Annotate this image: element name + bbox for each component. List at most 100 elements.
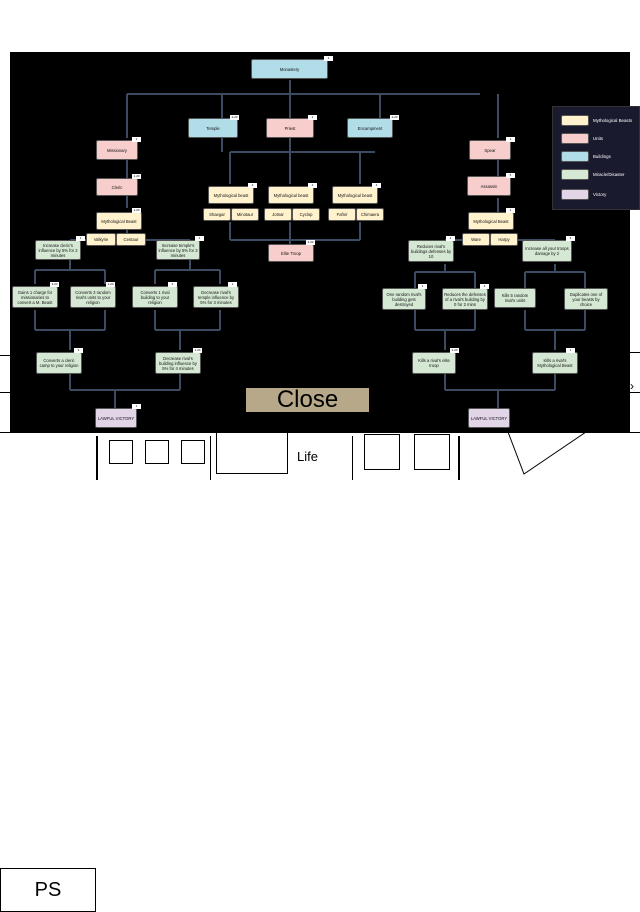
node-decrease-temple[interactable]: Decrease rival's temple influence by 5% … xyxy=(193,286,239,308)
cost-tag: 1.20 xyxy=(193,348,202,353)
node-myth-beast-c3[interactable]: Mythological beast xyxy=(332,186,378,204)
cost-tag: 1 xyxy=(566,348,575,353)
node-label: Kills 5 random rival's units xyxy=(501,293,529,303)
legend-swatch-buildings xyxy=(561,151,589,162)
node-myth-beast-c2[interactable]: Mythological beast xyxy=(268,186,314,204)
node-label: Priest xyxy=(284,125,296,131)
node-cyclop[interactable]: Cyclop xyxy=(292,208,320,221)
cost-tag: 1 xyxy=(132,404,141,409)
node-centaur[interactable]: Centaur xyxy=(116,233,146,246)
node-valkyrie[interactable]: Valkyrie xyxy=(86,233,116,246)
bottom-toolbar: PS Life xyxy=(0,432,640,912)
node-temple[interactable]: Temple xyxy=(188,118,238,138)
node-reduces-defenses[interactable]: Reduces rival's buildings defenses by 10 xyxy=(408,240,454,262)
node-encampment[interactable]: Encampment xyxy=(347,118,393,138)
close-button[interactable]: Close xyxy=(246,388,369,412)
ability-slot[interactable] xyxy=(364,434,400,470)
node-ware[interactable]: Ware xyxy=(462,233,490,246)
node-jotnar[interactable]: Jotnar xyxy=(264,208,292,221)
node-lawful-victory-right[interactable]: LAWFUL VICTORY xyxy=(468,408,510,428)
node-harpy[interactable]: Harpy xyxy=(490,233,518,246)
node-gain-charge[interactable]: Gains 1 charge for missionaries to conve… xyxy=(12,286,58,308)
node-label: Decrease rival's building influence by 5… xyxy=(159,355,197,371)
node-convert-cleric[interactable]: Converts a cleric camp to your religion xyxy=(36,352,82,374)
cost-tag: 2.20 xyxy=(390,115,399,120)
node-increase-clerics[interactable]: Increase cleric's influence by 5% for 2 … xyxy=(35,240,81,260)
node-label: Converts 3 random rival's units to your … xyxy=(75,289,111,305)
cost-tag: 4 xyxy=(566,236,575,241)
node-label: Assassin xyxy=(480,183,498,189)
node-increase-damage[interactable]: Increase all your troops damage by 2 xyxy=(522,240,572,262)
node-reduces-def2[interactable]: Reduces the defenses of a rival's buildi… xyxy=(442,288,488,310)
node-myth-beast-right[interactable]: Mythological Beast xyxy=(468,212,514,230)
node-elite-troop[interactable]: Elite Troop xyxy=(268,244,314,262)
legend-swatch-beasts xyxy=(561,115,589,126)
node-decrease-building[interactable]: Decrease rival's building influence by 5… xyxy=(155,352,201,374)
node-label: LAWFUL VICTORY xyxy=(470,415,508,421)
node-fafnir[interactable]: Fafnir xyxy=(328,208,356,221)
node-converts-3[interactable]: Converts 3 random rival's units to your … xyxy=(70,286,116,308)
node-label: Monastery xyxy=(279,66,300,72)
cost-tag: 1 xyxy=(506,208,515,213)
node-one-random[interactable]: One random rival's building gets destroy… xyxy=(382,288,426,310)
node-label: Mythological beast xyxy=(273,192,309,198)
scroll-right-arrow-icon[interactable]: › xyxy=(630,379,634,393)
node-label: Increase temple's influence by 5% for 3 … xyxy=(158,242,198,258)
cost-tag: 1 xyxy=(132,137,141,142)
node-label: Fafnir xyxy=(336,212,348,217)
cost-tag: 1 xyxy=(228,282,237,287)
ability-slot[interactable] xyxy=(414,434,450,470)
life-label: Life xyxy=(297,449,318,464)
node-label: Centaur xyxy=(123,237,139,242)
legend-label: Miracle/Disaster xyxy=(593,172,625,177)
bg-divider xyxy=(0,392,10,393)
inventory-slot[interactable] xyxy=(181,440,205,464)
cost-tag: 2 xyxy=(74,348,83,353)
node-kills-myth[interactable]: Kills a rival's Mythological Beast xyxy=(532,352,578,374)
node-label: Minotaur xyxy=(236,212,254,217)
node-priest[interactable]: Priest xyxy=(266,118,314,138)
node-monastery[interactable]: Monastery xyxy=(251,59,328,79)
node-label: LAWFUL VICTORY xyxy=(97,415,135,421)
tech-tree-modal: Monastery 1 Temple 2.20 Priest 2 Encampm… xyxy=(10,52,640,432)
node-label: Chimaera xyxy=(360,212,380,217)
node-label: Reduces rival's buildings defenses by 10 xyxy=(410,243,452,259)
cost-tag: 2 xyxy=(308,115,317,120)
node-chimaera[interactable]: Chimaera xyxy=(356,208,384,221)
node-spear[interactable]: Spear xyxy=(469,140,511,160)
node-kills-elite[interactable]: Kills a rival's elite troop xyxy=(412,352,456,374)
cost-tag: 2.20 xyxy=(230,115,239,120)
node-increase-temples[interactable]: Increase temple's influence by 5% for 3 … xyxy=(156,240,200,260)
node-label: Encampment xyxy=(357,125,383,131)
node-myth-beast-left[interactable]: Mythological Beast xyxy=(96,212,142,230)
legend-swatch-miracle xyxy=(561,169,589,180)
cost-tag: 5 xyxy=(506,173,515,178)
cost-tag: 1 xyxy=(324,56,333,61)
node-kills-5[interactable]: Kills 5 random rival's units xyxy=(494,288,536,308)
node-myth-beast-c1[interactable]: Mythological beast xyxy=(208,186,254,204)
node-minotaur[interactable]: Minotaur xyxy=(231,208,259,221)
cost-tag: 4.20 xyxy=(450,348,459,353)
node-lawful-victory-left[interactable]: LAWFUL VICTORY xyxy=(95,408,137,428)
player-label: PS xyxy=(34,878,62,901)
node-shaegar[interactable]: Shaegar xyxy=(203,208,231,221)
node-label: Converts 1 rival building to your religi… xyxy=(140,289,170,305)
node-converts-1[interactable]: Converts 1 rival building to your religi… xyxy=(132,286,178,308)
node-label: Reduces the defenses of a rival's buildi… xyxy=(444,291,486,307)
node-label: Converts a cleric camp to your religion xyxy=(39,358,79,368)
node-duplicates[interactable]: Duplicates one of your beasts by choice xyxy=(564,288,608,310)
inventory-slot[interactable] xyxy=(145,440,169,464)
node-label: Kills a rival's elite troop xyxy=(418,358,450,368)
node-label: Mythological beast xyxy=(213,192,249,198)
node-label: Cleric xyxy=(111,184,123,190)
node-cleric[interactable]: Cleric xyxy=(96,178,138,196)
life-portrait xyxy=(216,432,288,474)
node-label: Increase cleric's influence by 5% for 2 … xyxy=(38,242,78,258)
cost-tag: 1 xyxy=(195,236,204,241)
node-assassin[interactable]: Assassin xyxy=(467,176,511,196)
node-label: Mythological beast xyxy=(337,192,373,198)
player-badge[interactable]: PS xyxy=(0,868,96,912)
node-missionary[interactable]: Missionary xyxy=(96,140,138,160)
inventory-slot[interactable] xyxy=(109,440,133,464)
cost-tag: 4 xyxy=(248,183,257,188)
